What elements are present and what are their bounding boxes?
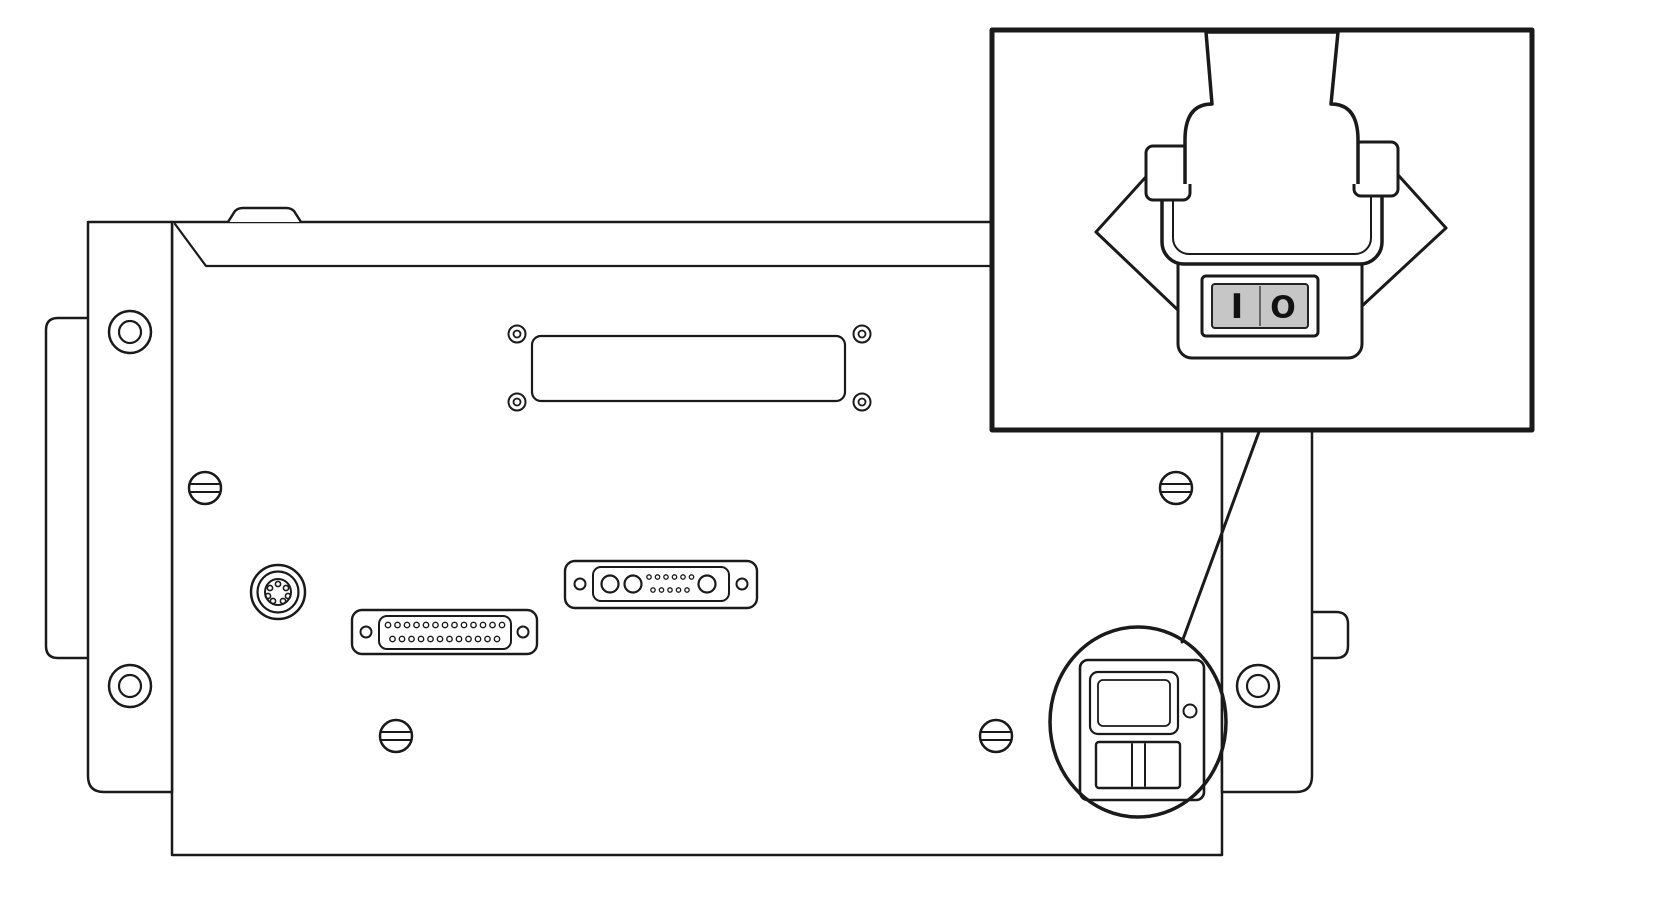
left-mounting-bracket bbox=[86, 220, 174, 794]
inlet-power-switch bbox=[1094, 740, 1182, 790]
top-cover-plate bbox=[507, 324, 872, 412]
callout-leader-line bbox=[1180, 427, 1262, 644]
panel-top-inner-edge bbox=[173, 222, 1222, 268]
slotted-screw-top-right bbox=[1158, 470, 1194, 506]
switch-frame bbox=[1200, 274, 1320, 338]
combo-pins bbox=[646, 574, 695, 593]
left-bracket-hole-bottom bbox=[107, 663, 153, 709]
plate-screw-bottom-right bbox=[852, 392, 872, 412]
right-side-tab bbox=[1312, 610, 1350, 660]
slotted-screw-bottom-right bbox=[978, 718, 1014, 754]
combo-dsub-connector bbox=[563, 559, 759, 610]
right-bracket-hole-bottom bbox=[1235, 663, 1281, 709]
switch-off-label: O bbox=[1270, 291, 1296, 326]
din-connector bbox=[249, 563, 307, 621]
power-inlet-module bbox=[1078, 658, 1206, 802]
switch-on-label: I bbox=[1231, 287, 1244, 327]
rocker-power-switch: I O bbox=[1200, 274, 1320, 338]
slotted-screw-top-left bbox=[187, 470, 223, 506]
slotted-screw-bottom-left bbox=[378, 718, 414, 754]
highlight-circle bbox=[1048, 625, 1228, 819]
db25-pins-bottom-row bbox=[389, 635, 501, 643]
plate-screw-top-left bbox=[507, 324, 527, 344]
left-side-tab bbox=[44, 316, 88, 660]
plug-body bbox=[1160, 168, 1384, 266]
plate-screw-top-right bbox=[852, 324, 872, 344]
db25-pins-top-row bbox=[384, 621, 506, 629]
plug-latch-tab-right bbox=[1352, 140, 1400, 198]
power-cord-plug bbox=[1144, 30, 1400, 266]
left-bracket-hole-top bbox=[107, 309, 153, 355]
inlet-latch-dot bbox=[1182, 703, 1198, 719]
db25-connector bbox=[350, 608, 539, 656]
top-edge-tab bbox=[226, 206, 303, 223]
plate-screw-bottom-left bbox=[507, 392, 527, 412]
callout-inset: I O bbox=[989, 27, 1535, 433]
plug-hood-and-cable bbox=[1183, 30, 1360, 184]
